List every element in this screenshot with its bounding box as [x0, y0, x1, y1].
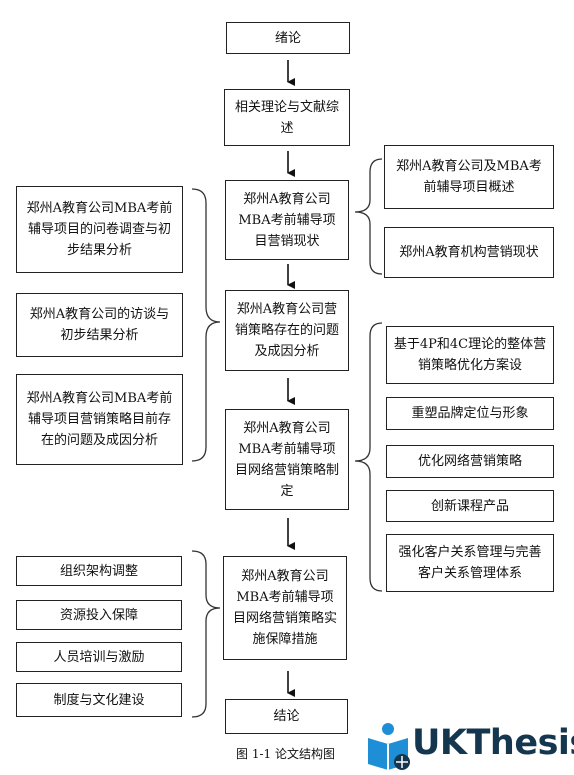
ukthesis-logo — [368, 723, 410, 770]
box-system-culture: 制度与文化建设 — [16, 683, 182, 717]
box-literature-review: 相关理论与文献综述 — [224, 89, 350, 146]
box-brand-positioning: 重塑品牌定位与形象 — [386, 397, 554, 430]
box-company-overview: 郑州A教育公司及MBA考前辅导项目概述 — [384, 145, 554, 209]
box-crm: 强化客户关系管理与完善客户关系管理体系 — [386, 534, 554, 592]
box-problem-analysis: 郑州A教育公司营销策略存在的问题及成因分析 — [225, 290, 349, 371]
box-implementation-measures: 郑州A教育公司MBA考前辅导项目网络营销策略实施保障措施 — [223, 556, 347, 660]
brace-left-measures — [191, 550, 221, 718]
brace-right-strategy — [354, 322, 383, 592]
box-4p4c-optimization: 基于4P和4C理论的整体营销策略优化方案设 — [386, 326, 554, 384]
box-resource-input: 资源投入保障 — [16, 600, 182, 630]
brace-right-status — [354, 158, 383, 275]
box-conclusion: 结论 — [225, 699, 348, 734]
reader-icon — [368, 723, 410, 770]
box-network-marketing: 优化网络营销策略 — [386, 445, 554, 478]
box-strategy-problems: 郑州A教育公司MBA考前辅导项目营销策略目前存在的问题及成因分析 — [16, 374, 183, 465]
box-interview-analysis: 郑州A教育公司的访谈与初步结果分析 — [16, 293, 183, 357]
box-institution-status: 郑州A教育机构营销现状 — [384, 227, 554, 278]
figure-caption: 图 1-1 论文结构图 — [236, 747, 335, 761]
box-marketing-status: 郑州A教育公司MBA考前辅导项目营销现状 — [225, 180, 349, 260]
box-course-innovation: 创新课程产品 — [386, 490, 554, 522]
box-org-structure: 组织架构调整 — [16, 556, 182, 586]
brace-left-analysis — [191, 188, 221, 462]
box-staff-training: 人员培训与激励 — [16, 642, 182, 672]
watermark-text: UKThesis — [412, 723, 574, 763]
box-strategy-formulation: 郑州A教育公司MBA考前辅导项目网络营销策略制定 — [225, 409, 349, 510]
box-introduction: 绪论 — [226, 22, 350, 54]
box-questionnaire-analysis: 郑州A教育公司MBA考前辅导项目的问卷调查与初步结果分析 — [16, 186, 183, 273]
